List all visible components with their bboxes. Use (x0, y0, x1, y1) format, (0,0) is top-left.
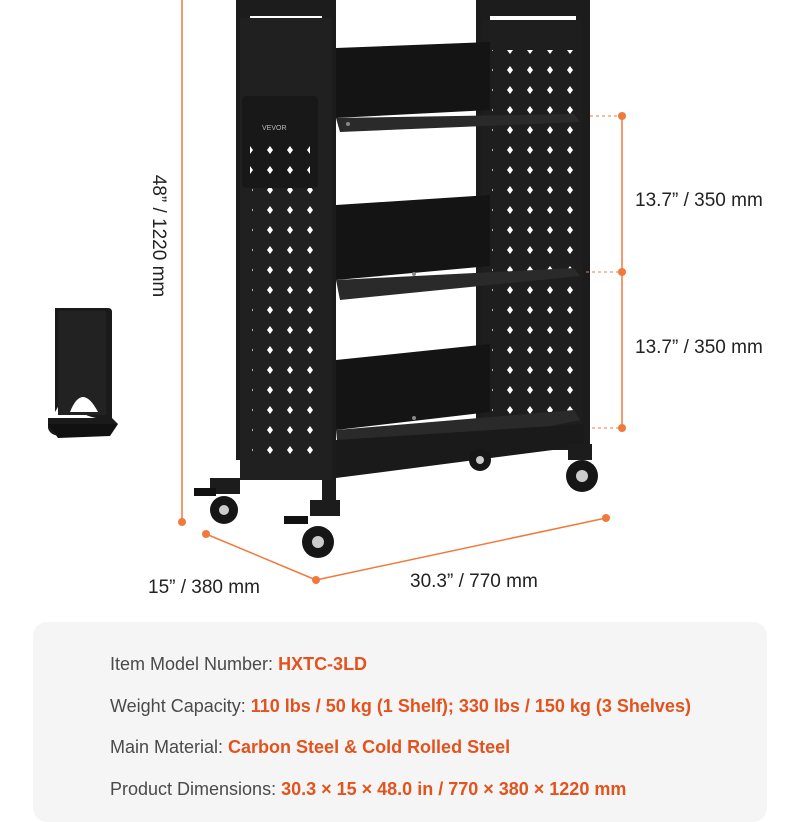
spec-key-material: Main Material: (110, 737, 229, 757)
spec-row-model: Item Model Number: HXTC-3LD (110, 654, 367, 675)
spec-row-weight: Weight Capacity: 110 lbs / 50 kg (1 Shel… (110, 696, 691, 717)
depth-dimension-label: 15” / 380 mm (148, 577, 260, 598)
caster-front-mid (284, 500, 340, 558)
caster-front-left (194, 478, 240, 524)
spec-key-weight: Weight Capacity: (110, 696, 251, 716)
spec-val-weight: 110 lbs / 50 kg (1 Shelf); 330 lbs / 150… (250, 696, 691, 716)
caster-rear-mid (469, 449, 491, 471)
height-dimension-label: 48” / 1220 mm (148, 174, 169, 298)
brand-mark: VEVOR (262, 125, 287, 132)
spec-key-dimensions: Product Dimensions: (110, 779, 282, 799)
dimension-lines (178, 0, 626, 584)
bookend (48, 308, 118, 438)
caster-rear-right (566, 444, 598, 492)
spec-card (33, 622, 767, 822)
book-cart: VEVOR (194, 0, 598, 558)
product-illustration: VEVOR (48, 0, 626, 584)
spec-val-dimensions: 30.3 × 15 × 48.0 in / 770 × 380 × 1220 m… (281, 779, 627, 799)
spec-val-model: HXTC-3LD (278, 654, 368, 674)
spec-key-model: Item Model Number: (110, 654, 279, 674)
spec-val-material: Carbon Steel & Cold Rolled Steel (228, 737, 511, 757)
shelf-spacing-bottom-label: 13.7” / 350 mm (635, 337, 763, 358)
shelf-spacing-top-label: 13.7” / 350 mm (635, 190, 763, 211)
spec-row-material: Main Material: Carbon Steel & Cold Rolle… (110, 737, 510, 758)
width-dimension-label: 30.3” / 770 mm (410, 571, 538, 592)
spec-row-dimensions: Product Dimensions: 30.3 × 15 × 48.0 in … (110, 779, 626, 800)
